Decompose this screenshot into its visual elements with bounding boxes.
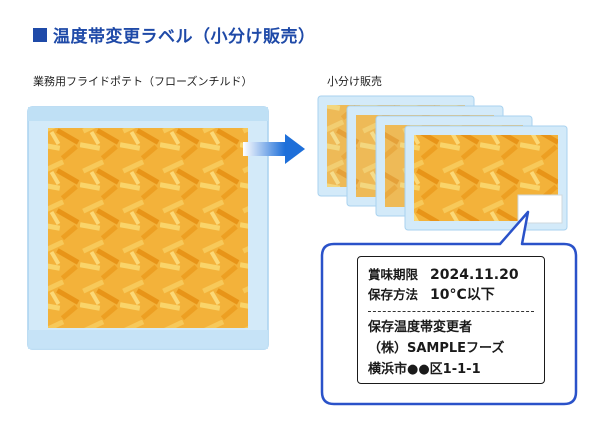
bulk-product-label: 業務用フライドポテト（フローズンチルド）	[33, 75, 253, 88]
best-before-value: 2024.11.20	[430, 267, 519, 283]
changer-company: （株）SAMPLEフーズ	[368, 341, 505, 356]
best-before-row: 賞味期限 2024.11.20	[368, 265, 534, 285]
temperature-change-label-card: 賞味期限 2024.11.20 保存方法 10°C以下 保存温度帯変更者 （株）…	[357, 256, 545, 384]
small-portion-label: 小分け販売	[327, 75, 382, 88]
storage-method-value: 10°C以下	[430, 287, 495, 303]
storage-method-key: 保存方法	[368, 287, 419, 302]
dashed-divider	[368, 311, 534, 312]
small-bags	[317, 95, 568, 231]
best-before-key: 賞味期限	[368, 267, 419, 282]
changer-address: 横浜市●●区1-1-1	[368, 362, 481, 377]
arrow-right-icon	[243, 134, 305, 164]
bulk-bag	[27, 106, 269, 350]
title-square-icon	[33, 27, 47, 42]
changer-heading: 保存温度帯変更者	[368, 320, 473, 335]
title-text: 温度帯変更ラベル（小分け販売）	[53, 27, 316, 47]
page-title: 温度帯変更ラベル（小分け販売）	[33, 22, 316, 47]
storage-method-row: 保存方法 10°C以下	[368, 285, 534, 305]
